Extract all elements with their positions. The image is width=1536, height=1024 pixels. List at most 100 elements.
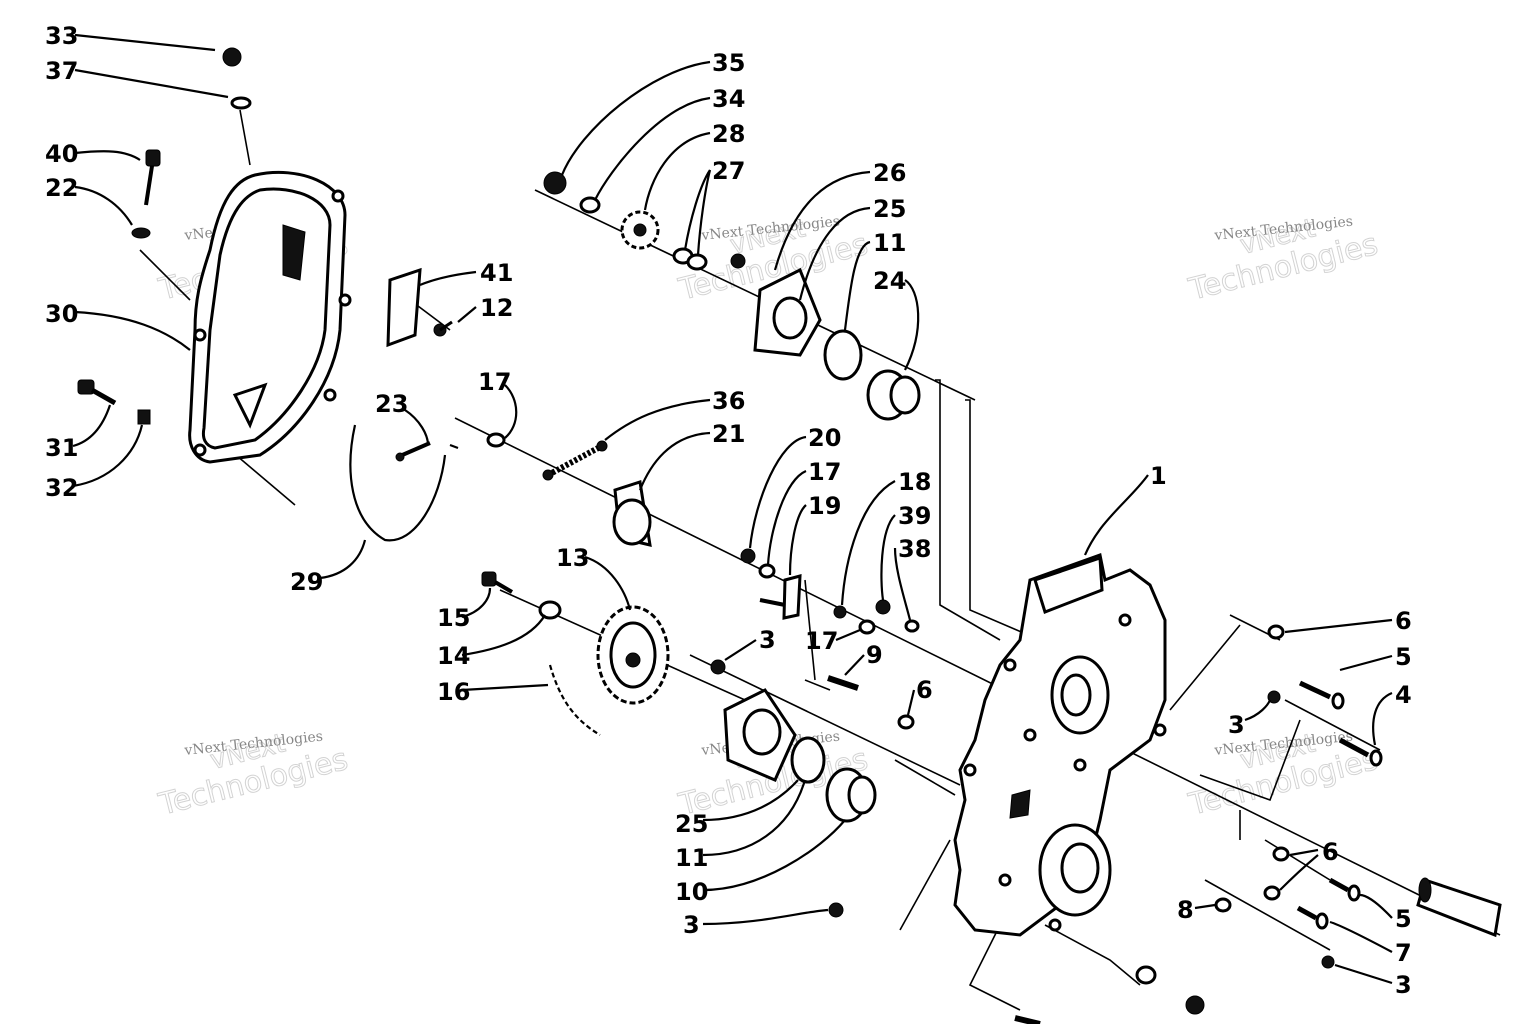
bearing-flange-part (753, 267, 822, 357)
callout-29: 29 (290, 568, 323, 596)
washer-part (904, 619, 920, 633)
callout-25: 25 (675, 810, 708, 838)
nut-part (740, 548, 756, 564)
callout-17: 17 (805, 627, 838, 655)
callout-22: 22 (45, 174, 78, 202)
washer-part (1263, 885, 1281, 901)
callout-9: 9 (866, 641, 883, 669)
washer-part (758, 563, 776, 579)
callout-27: 27 (712, 157, 745, 185)
callout-25: 25 (873, 195, 906, 223)
washer-part (579, 196, 601, 214)
washer-part (686, 253, 708, 271)
snap-ring-part (790, 736, 826, 784)
callout-10: 10 (675, 878, 708, 906)
callout-37: 37 (45, 57, 78, 85)
callout-39: 39 (898, 502, 931, 530)
cable-part (349, 424, 459, 542)
callout-3: 3 (683, 911, 700, 939)
callout-15: 15 (437, 604, 470, 632)
callout-4: 4 (1395, 681, 1412, 709)
washer-part (858, 619, 876, 635)
callout-labels: 33 37 40 22 30 31 32 29 23 41 12 17 35 3… (45, 22, 1412, 999)
washer-part (1214, 897, 1232, 913)
tensioner-spring-part (542, 440, 608, 481)
bolt-part (1298, 680, 1345, 710)
bolt-part (77, 379, 117, 406)
washer-part (1272, 846, 1290, 862)
callout-13: 13 (556, 544, 589, 572)
callout-11: 11 (873, 229, 906, 257)
sprocket-part (620, 210, 660, 250)
bolt-part (1296, 905, 1329, 930)
callout-7: 7 (1395, 939, 1412, 967)
nut-part (1267, 690, 1281, 704)
callout-11: 11 (675, 844, 708, 872)
washer-part (897, 714, 915, 730)
callout-5: 5 (1395, 905, 1412, 933)
tensioner-arm-part (759, 574, 802, 620)
washer-part (1267, 624, 1285, 640)
callout-32: 32 (45, 474, 78, 502)
callout-17: 17 (478, 368, 511, 396)
nut-part (1321, 955, 1335, 969)
snap-ring-part (823, 329, 863, 381)
chain-part (548, 664, 601, 736)
callout-26: 26 (873, 159, 906, 187)
bolt-part (1338, 737, 1383, 767)
washer-part (538, 600, 562, 620)
chaincase-housing-part (953, 553, 1167, 937)
pin-part (395, 441, 431, 462)
nut-part (875, 599, 891, 615)
callout-19: 19 (808, 492, 841, 520)
bearing-part (866, 369, 921, 421)
callout-12: 12 (480, 294, 513, 322)
nut-part (710, 659, 726, 675)
leader-lines (72, 33, 1393, 985)
callout-8: 8 (1177, 896, 1194, 924)
bolt-part (1328, 877, 1361, 902)
callout-40: 40 (45, 140, 78, 168)
washer-part (1135, 965, 1157, 985)
callout-21: 21 (712, 420, 745, 448)
callout-6: 6 (916, 676, 933, 704)
nut-part (1185, 995, 1205, 1015)
callout-17: 17 (808, 458, 841, 486)
vent-cap-part (222, 47, 242, 67)
callout-24: 24 (873, 267, 906, 295)
drive-shaft-part (1416, 877, 1502, 938)
bearing-flange-part (723, 688, 797, 782)
callout-1: 1 (1150, 462, 1167, 490)
washer-part (230, 96, 252, 110)
nut-part (543, 171, 567, 195)
bolt-part (1014, 1015, 1041, 1024)
callout-23: 23 (375, 390, 408, 418)
callout-31: 31 (45, 434, 78, 462)
callout-6: 6 (1322, 838, 1339, 866)
roller-part (612, 480, 652, 547)
callout-36: 36 (712, 387, 745, 415)
callout-34: 34 (712, 85, 745, 113)
washer-part (486, 432, 506, 448)
dipstick-part (144, 149, 161, 206)
nut-part (137, 409, 151, 425)
screw-part (433, 320, 453, 337)
bolt-part (481, 571, 514, 594)
callout-6: 6 (1395, 607, 1412, 635)
callout-18: 18 (898, 468, 931, 496)
nut-part (730, 253, 746, 269)
callout-3: 3 (1228, 711, 1245, 739)
nut-part (833, 605, 847, 619)
gasket-part (131, 227, 151, 239)
nut-part (828, 902, 844, 918)
callout-5: 5 (1395, 643, 1412, 671)
sprocket-part (596, 605, 670, 705)
callout-3: 3 (759, 626, 776, 654)
stud-part (827, 675, 859, 691)
callout-41: 41 (480, 259, 513, 287)
callout-30: 30 (45, 300, 78, 328)
callout-3: 3 (1395, 971, 1412, 999)
callout-38: 38 (898, 535, 931, 563)
callout-28: 28 (712, 120, 745, 148)
